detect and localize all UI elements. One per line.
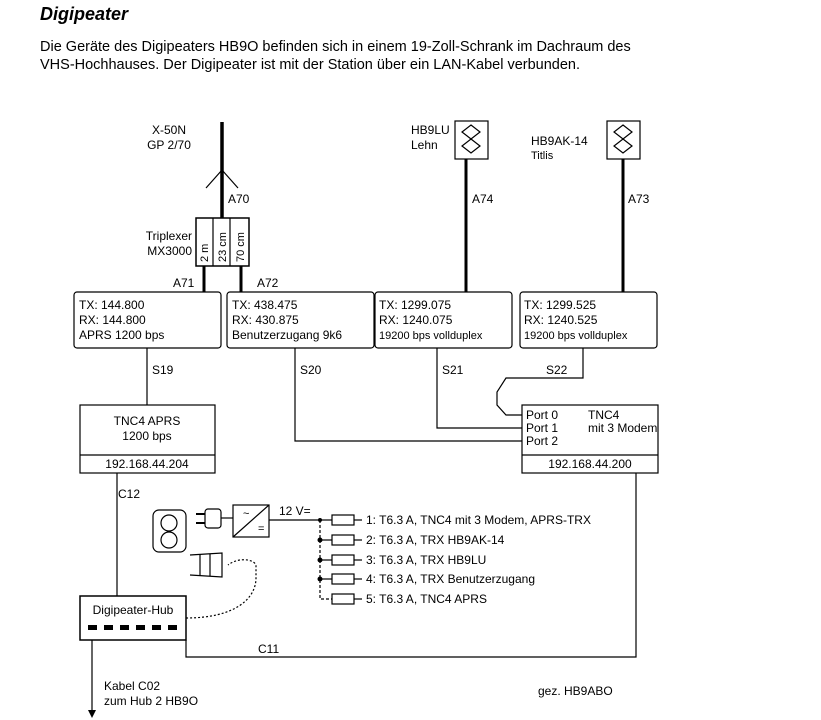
triplexer-band-23cm: 23 cm	[217, 232, 229, 262]
trx-1-rx: RX: 144.800	[79, 313, 146, 327]
tnc-aprs-ip: 192.168.44.204	[105, 457, 189, 471]
trx-3-mode: 19200 bps vollduplex	[379, 330, 483, 342]
antenna-icon-hb9ak	[613, 124, 633, 154]
tnc4-subtitle: mit 3 Modem	[588, 421, 657, 435]
tnc4-port-2: Port 2	[526, 434, 558, 448]
cable-a70: A70	[228, 192, 250, 206]
hb9ak-location: Titlis	[531, 150, 554, 162]
intro-paragraph: Die Geräte des Digipeaters HB9O befinden…	[40, 38, 815, 74]
fuse-1: 1: T6.3 A, TNC4 mit 3 Modem, APRS-TRX	[366, 513, 591, 527]
trx-2-mode: Benutzerzugang 9k6	[232, 328, 342, 342]
cable-c12: C12	[118, 487, 140, 501]
fuse-3: 3: T6.3 A, TRX HB9LU	[366, 553, 486, 567]
tnc4-port-0: Port 0	[526, 408, 558, 422]
cable-s21: S21	[442, 363, 464, 377]
hb9lu-name: HB9LU	[411, 123, 450, 137]
trx-2-tx: TX: 438.475	[232, 298, 298, 312]
fuse-2: 2: T6.3 A, TRX HB9AK-14	[366, 533, 505, 547]
main-antenna-name: X-50N	[152, 123, 186, 137]
page-title: Digipeater	[40, 4, 129, 24]
cable-c11: C11	[258, 642, 279, 656]
fuse-4: 4: T6.3 A, TRX Benutzerzugang	[366, 572, 535, 586]
uplink-target: zum Hub 2 HB9O	[104, 694, 198, 708]
cable-a71: A71	[173, 276, 195, 290]
hb9lu-location: Lehn	[411, 138, 438, 152]
triplexer-model: MX3000	[147, 244, 192, 258]
supply-voltage: 12 V=	[279, 504, 311, 518]
trx-4-mode: 19200 bps vollduplex	[524, 330, 628, 342]
intro-line-2: VHS-Hochhauses. Der Digipeater ist mit d…	[40, 57, 580, 73]
tnc-aprs-speed: 1200 bps	[122, 429, 171, 443]
hb9ak-name: HB9AK-14	[531, 134, 588, 148]
tnc4-title: TNC4	[588, 408, 620, 422]
trx-2-rx: RX: 430.875	[232, 313, 299, 327]
main-antenna-type: GP 2/70	[147, 138, 191, 152]
fuse-5: 5: T6.3 A, TNC4 APRS	[366, 592, 487, 606]
cable-a72: A72	[257, 276, 279, 290]
cable-s20: S20	[300, 363, 322, 377]
cable-s22: S22	[546, 363, 568, 377]
tnc4-port-1: Port 1	[526, 421, 558, 435]
psu-ac-symbol: ~	[243, 508, 249, 520]
tnc-aprs-title: TNC4 APRS	[114, 414, 181, 428]
trx-1-mode: APRS 1200 bps	[79, 328, 164, 342]
hub-label: Digipeater-Hub	[93, 603, 174, 617]
psu-dc-symbol: =	[258, 523, 264, 535]
cable-a74: A74	[472, 192, 494, 206]
cable-a73: A73	[628, 192, 650, 206]
triplexer-band-70cm: 70 cm	[235, 232, 247, 262]
cable-s19: S19	[152, 363, 174, 377]
intro-line-1: Die Geräte des Digipeaters HB9O befinden…	[40, 39, 631, 55]
uplink-cable: Kabel C02	[104, 679, 160, 693]
tnc4-ip: 192.168.44.200	[548, 457, 632, 471]
trx-1-tx: TX: 144.800	[79, 298, 145, 312]
triplexer-label: Triplexer	[146, 229, 192, 243]
trx-3-rx: RX: 1240.075	[379, 313, 453, 327]
signature: gez. HB9ABO	[538, 684, 613, 698]
trx-4-rx: RX: 1240.525	[524, 313, 598, 327]
triplexer-band-2m: 2 m	[199, 244, 211, 262]
antenna-icon-hb9lu	[461, 124, 481, 154]
trx-4-tx: TX: 1299.525	[524, 298, 596, 312]
trx-3-tx: TX: 1299.075	[379, 298, 451, 312]
